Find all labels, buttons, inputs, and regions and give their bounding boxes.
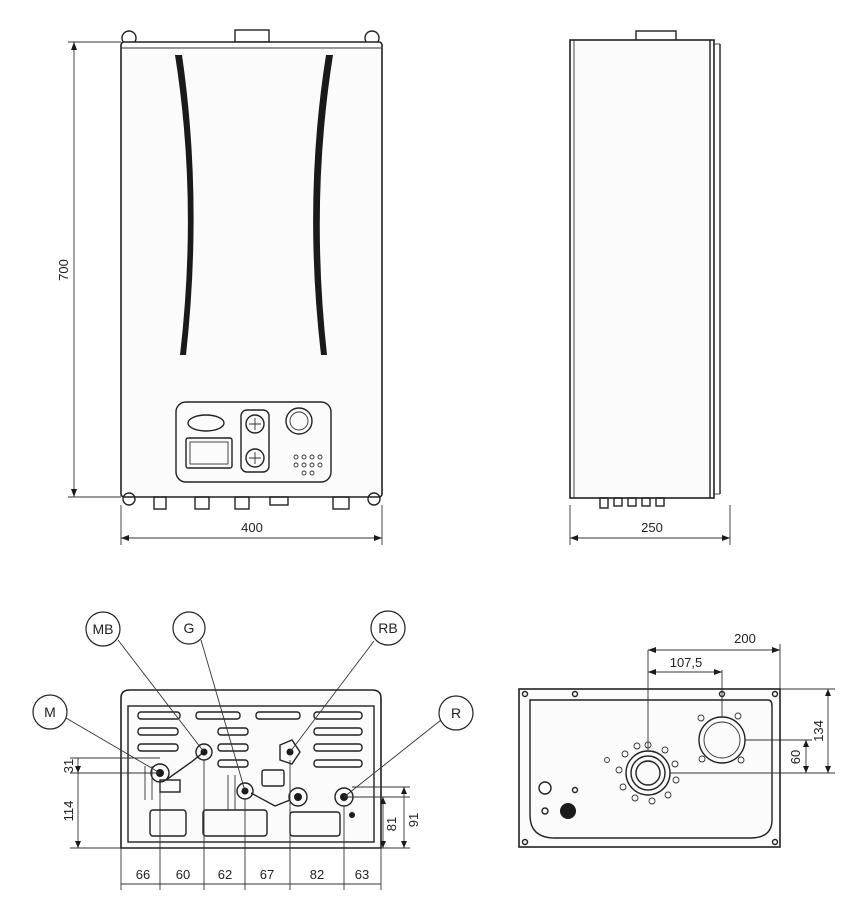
side-bottom-fittings bbox=[599, 497, 665, 509]
front-height-dimension: 700 bbox=[56, 41, 121, 498]
front-width-dimension: 400 bbox=[120, 505, 383, 545]
label-mb: MB bbox=[93, 621, 114, 637]
bottom-casing bbox=[120, 689, 382, 849]
dim-81-label: 81 bbox=[384, 817, 399, 831]
dim-91-label: 91 bbox=[406, 813, 421, 827]
bottom-inner-frame bbox=[127, 705, 375, 843]
spacing-63-label: 63 bbox=[355, 867, 369, 882]
front-flue-stub bbox=[234, 29, 270, 43]
fitting-rb bbox=[279, 739, 301, 765]
spacing-60-label: 60 bbox=[176, 867, 190, 882]
side-view: 250 bbox=[569, 30, 731, 545]
top-casing bbox=[518, 688, 781, 848]
top-hole-left bbox=[538, 781, 552, 795]
top-view: 200 107,5 134 60 bbox=[518, 631, 835, 848]
fitting-r-left bbox=[288, 787, 308, 807]
top-inner-outline bbox=[529, 699, 773, 839]
side-casing bbox=[569, 39, 715, 499]
spacing-67-label: 67 bbox=[260, 867, 274, 882]
keypad-dots bbox=[293, 454, 323, 476]
top-vertical-dims: 134 60 bbox=[670, 688, 835, 774]
bottom-view: MB G RB M R 31 114 bbox=[32, 610, 474, 890]
callout-leaders bbox=[65, 639, 442, 798]
spacing-62-label: 62 bbox=[218, 867, 232, 882]
dim-107-5-label: 107,5 bbox=[670, 655, 703, 670]
control-buttons-block bbox=[240, 409, 270, 473]
label-rb: RB bbox=[378, 620, 397, 636]
height-700-label: 700 bbox=[56, 259, 71, 281]
bottom-horizontal-dims: 66 60 62 67 82 63 bbox=[120, 760, 382, 890]
dim-114-label: 114 bbox=[61, 801, 76, 822]
label-m: M bbox=[44, 704, 56, 720]
front-decor-curve-right bbox=[313, 55, 333, 355]
width-400-label: 400 bbox=[241, 520, 263, 535]
callout-r: R bbox=[438, 695, 474, 731]
dim-200-label: 200 bbox=[734, 631, 756, 646]
brand-logo bbox=[187, 414, 225, 432]
callout-mb: MB bbox=[85, 611, 121, 647]
top-hole-dark bbox=[560, 803, 576, 819]
spacing-66-label: 66 bbox=[136, 867, 150, 882]
side-depth-dimension: 250 bbox=[569, 505, 731, 545]
callout-g: G bbox=[172, 611, 206, 645]
top-horizontal-dims: 200 107,5 bbox=[647, 631, 781, 751]
pressure-gauge bbox=[285, 407, 313, 435]
control-panel bbox=[175, 401, 332, 483]
callout-rb: RB bbox=[370, 610, 406, 646]
dim-60-label: 60 bbox=[788, 750, 803, 764]
button-plus-minus-bottom bbox=[245, 448, 265, 468]
bottom-vertical-dims-right: 81 91 bbox=[344, 786, 421, 849]
button-plus-minus-top bbox=[245, 414, 265, 434]
dim-31-label: 31 bbox=[61, 759, 76, 773]
front-bottom-fittings bbox=[153, 496, 350, 510]
mount-ear-bottom-right bbox=[367, 492, 381, 506]
mount-ear-bottom-left bbox=[122, 492, 136, 506]
bottom-vertical-dims-left: 31 114 bbox=[61, 757, 160, 849]
callout-m: M bbox=[32, 694, 68, 730]
front-decor-curve-left bbox=[175, 55, 194, 355]
spacing-82-label: 82 bbox=[310, 867, 324, 882]
depth-250-label: 250 bbox=[641, 520, 663, 535]
lcd-display bbox=[185, 437, 233, 469]
label-r: R bbox=[451, 705, 461, 721]
label-g: G bbox=[184, 620, 195, 636]
front-casing bbox=[120, 41, 383, 498]
dim-134-label: 134 bbox=[811, 720, 826, 742]
front-view: 700 400 bbox=[56, 29, 383, 545]
